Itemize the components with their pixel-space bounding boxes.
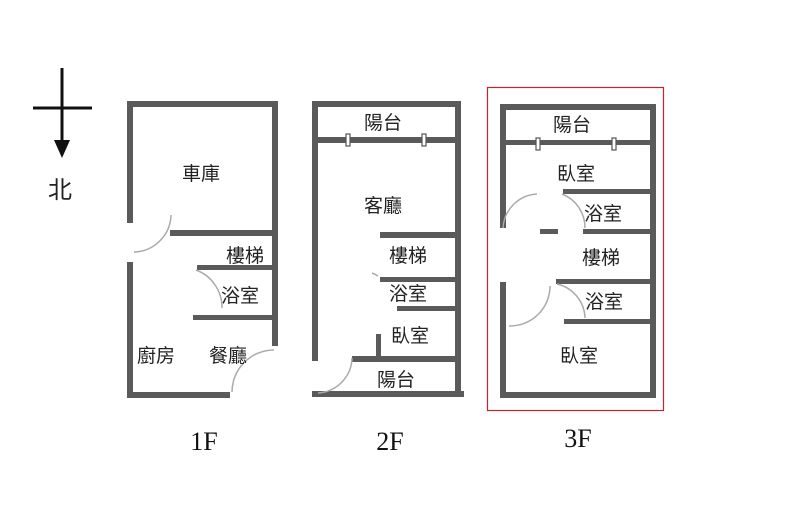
room-label: 車庫	[182, 163, 220, 185]
north-compass: 北	[33, 68, 92, 204]
room-label: 樓梯	[582, 247, 620, 269]
selected-floor-highlight	[486, 86, 665, 412]
room-label: 陽台	[553, 114, 591, 136]
arrow-down-icon	[54, 140, 70, 158]
room-label: 餐廳	[209, 345, 247, 367]
room-label: 樓梯	[389, 245, 427, 267]
room-label: 客廳	[364, 195, 402, 217]
floor-plan-3f: 陽台 臥室 浴室 樓梯 浴室 臥室 3F	[486, 86, 665, 453]
room-label: 浴室	[389, 283, 427, 305]
floor-label: 3F	[564, 424, 591, 453]
floor-label: 2F	[376, 427, 403, 456]
north-label: 北	[48, 176, 72, 204]
room-label: 臥室	[560, 345, 598, 367]
floor-plan-2f: 陽台 客廳 樓梯 浴室 臥室 陽台 2F	[312, 101, 464, 456]
room-label: 臥室	[557, 163, 595, 185]
room-label: 廚房	[137, 344, 175, 367]
floor-label: 1F	[190, 427, 217, 456]
room-label: 浴室	[221, 285, 259, 307]
room-label: 陽台	[364, 112, 402, 134]
room-label: 樓梯	[226, 245, 264, 267]
room-label: 臥室	[391, 325, 429, 347]
room-label: 浴室	[585, 291, 623, 313]
floor-plan-1f: 車庫 樓梯 浴室 廚房 餐廳 1F	[127, 101, 278, 456]
room-label: 陽台	[377, 369, 415, 391]
room-label: 浴室	[584, 203, 622, 225]
